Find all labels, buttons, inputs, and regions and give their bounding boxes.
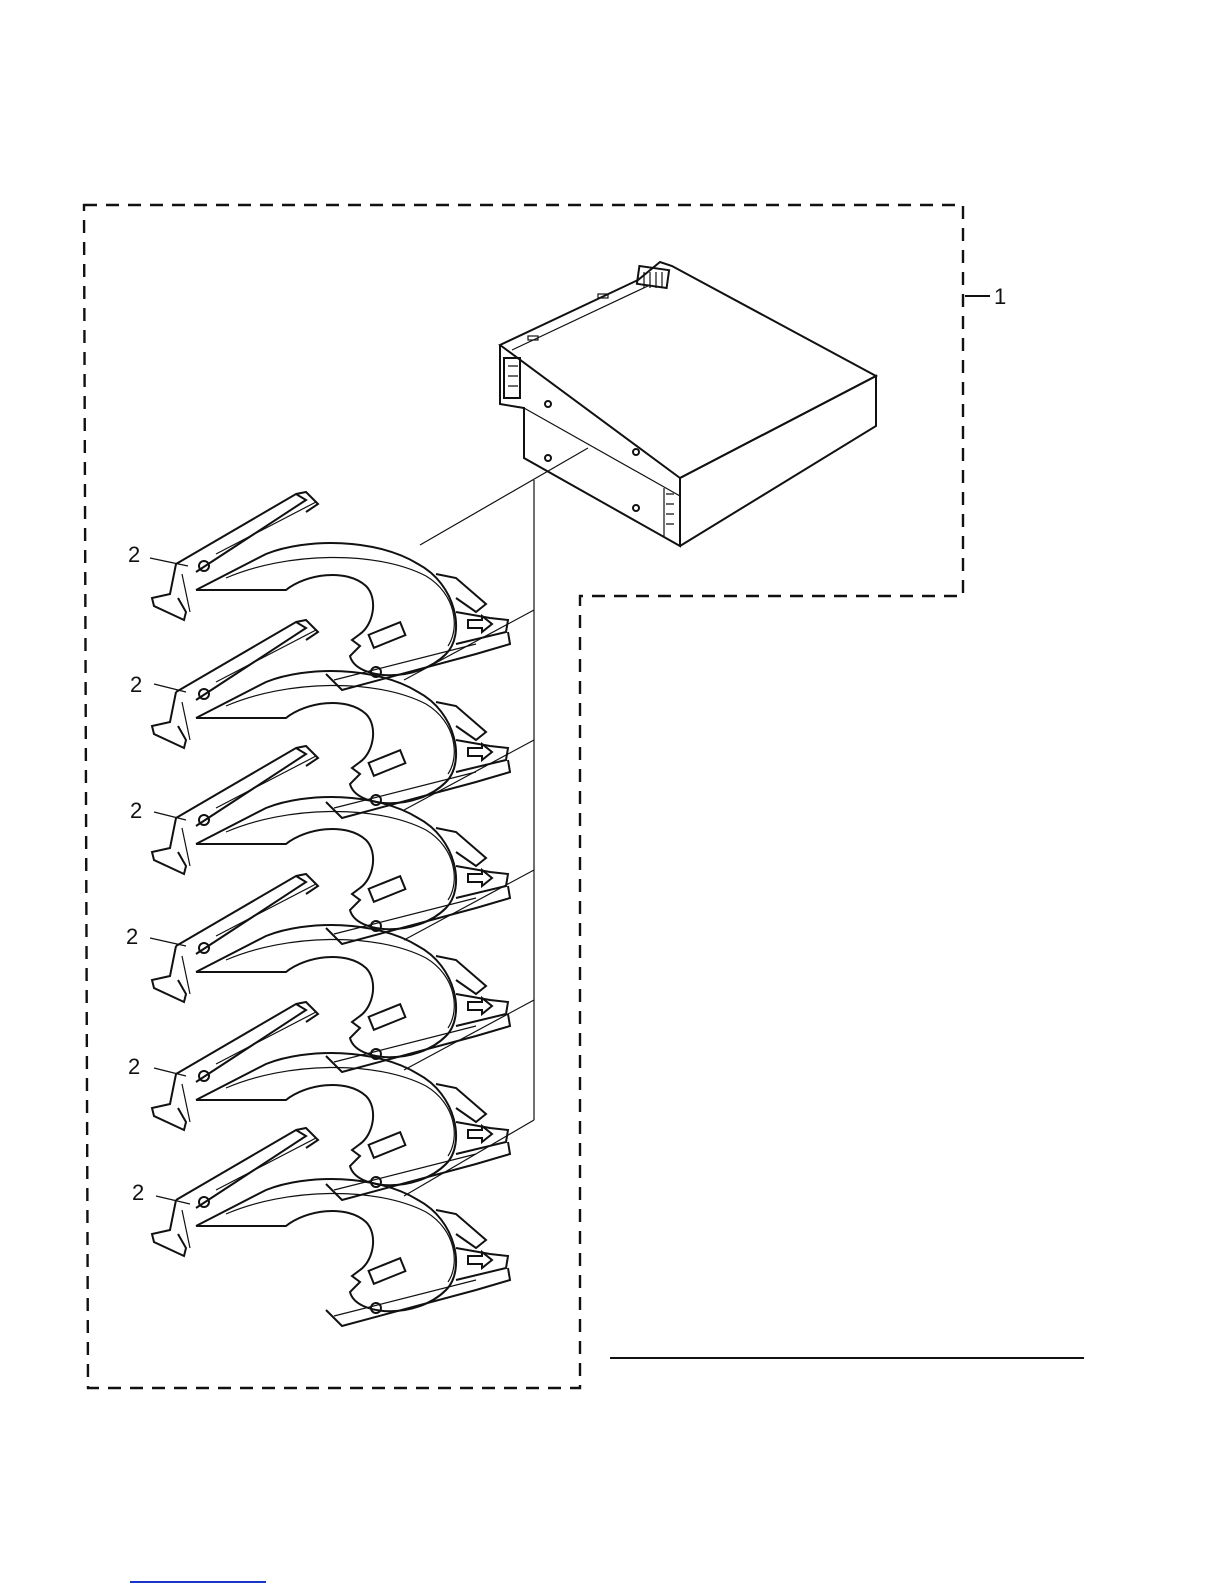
callout-label-1: 1 (994, 284, 1006, 309)
assembly-boundary (84, 205, 963, 1388)
cd-tray-3 (152, 746, 510, 944)
callout-label-2-c: 2 (130, 798, 142, 823)
cd-tray-2 (152, 620, 510, 818)
cd-tray-6 (152, 1128, 510, 1326)
callout-label-2-e: 2 (128, 1054, 140, 1079)
callout-label-2-f: 2 (132, 1180, 144, 1205)
cd-tray-5 (152, 1002, 510, 1200)
tray-callouts: 2 2 2 2 2 2 (126, 542, 190, 1205)
cd-tray-4 (152, 874, 510, 1072)
callout-label-2-a: 2 (128, 542, 140, 567)
cd-changer-unit (500, 262, 876, 546)
cd-tray-1 (152, 492, 510, 690)
callout-label-2-b: 2 (130, 672, 142, 697)
callout-label-2-d: 2 (126, 924, 138, 949)
